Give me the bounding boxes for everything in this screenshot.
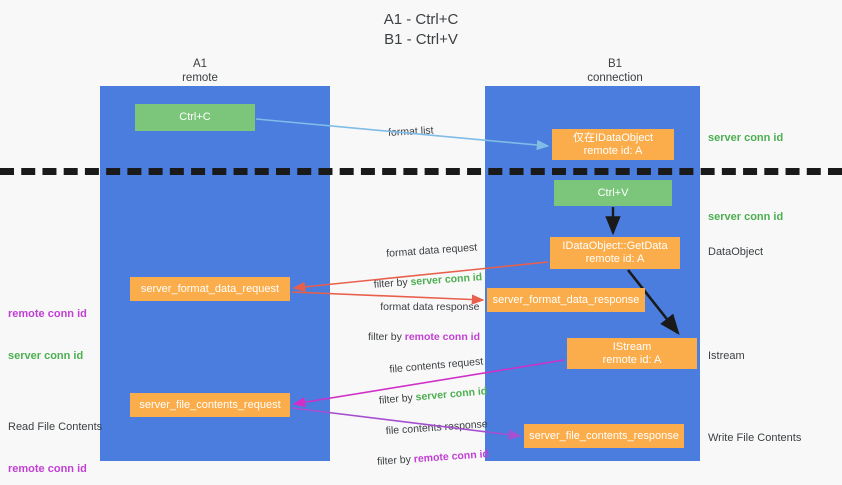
box-server-format-data-request-label: server_format_data_request [140, 282, 280, 295]
wire-getdata-to-istream [626, 269, 680, 336]
flow-label-format-data-response-filter: filter by remote conn id [334, 330, 514, 345]
box-server-format-data-response-label: server_format_data_response [492, 293, 640, 306]
box-getdata-line1: IDataObject::GetData [562, 240, 668, 252]
filter-value-remote-conn-id: remote conn id [404, 331, 481, 343]
column-header-b1: B1 connection [587, 58, 643, 84]
wire-file-contents-response [291, 407, 522, 440]
note-remote-conn-id: remote conn id [8, 308, 87, 320]
note-remote-conn-id: remote conn id [8, 463, 87, 475]
note-read-file-contents-group: Read File Contents remote conn id server… [8, 392, 102, 485]
page-title: A1 - Ctrl+C B1 - Ctrl+V [383, 11, 459, 48]
note-dataobject: DataObject [708, 246, 764, 258]
flow-label-format-data-response: format data response filter by remote co… [334, 285, 514, 375]
flow-label-format-data-response-text: format data response [380, 301, 480, 313]
box-server-format-data-response[interactable]: server_format_data_response [487, 288, 645, 312]
note-server-conn-id-mid: server conn id [708, 211, 784, 223]
note-istream: Istream [708, 350, 745, 362]
note-server-conn-id-top: server conn id [708, 132, 784, 144]
box-server-format-data-request[interactable]: server_format_data_request [130, 277, 290, 301]
wire-format-data-response [291, 291, 485, 305]
box-idataobject-line2: remote id: A [583, 144, 643, 157]
wire-format-data-request [292, 261, 549, 292]
box-server-file-contents-response-label: server_file_contents_response [529, 429, 679, 442]
box-idataobject-line1: 仅在IDataObject [572, 131, 654, 144]
box-idataobject[interactable]: 仅在IDataObject remote id: A [552, 129, 674, 160]
box-ctrl-c-label: Ctrl+C [179, 111, 211, 123]
box-idataobject-getdata[interactable]: IDataObject::GetData remote id: A [550, 237, 680, 269]
trust-boundary-divider [0, 168, 842, 175]
filter-prefix: filter by [367, 331, 405, 343]
note-server-conn-id: server conn id [8, 350, 84, 362]
wire-file-contents-request [292, 359, 565, 408]
note-read-file-contents-heading: Read File Contents [8, 421, 103, 433]
box-istream-line2: remote id: A [602, 353, 662, 366]
box-istream[interactable]: IStream remote id: A [567, 338, 697, 369]
box-ctrl-v[interactable]: Ctrl+V [554, 180, 672, 206]
box-getdata-line2: remote id: A [585, 253, 645, 265]
box-server-file-contents-request-label: server_file_contents_request [139, 398, 281, 411]
box-ctrl-c[interactable]: Ctrl+C [135, 104, 255, 131]
column-header-a1: A1 remote [182, 58, 218, 84]
note-write-file-contents: Write File Contents [708, 432, 802, 444]
box-ctrl-v-label: Ctrl+V [597, 186, 629, 199]
note-conn-id-pair-one: remote conn id server conn id [8, 279, 87, 391]
box-server-file-contents-response[interactable]: server_file_contents_response [524, 424, 684, 448]
box-istream-line1: IStream [612, 340, 652, 353]
box-server-file-contents-request[interactable]: server_file_contents_request [130, 393, 290, 417]
wire-format-list [255, 118, 550, 151]
